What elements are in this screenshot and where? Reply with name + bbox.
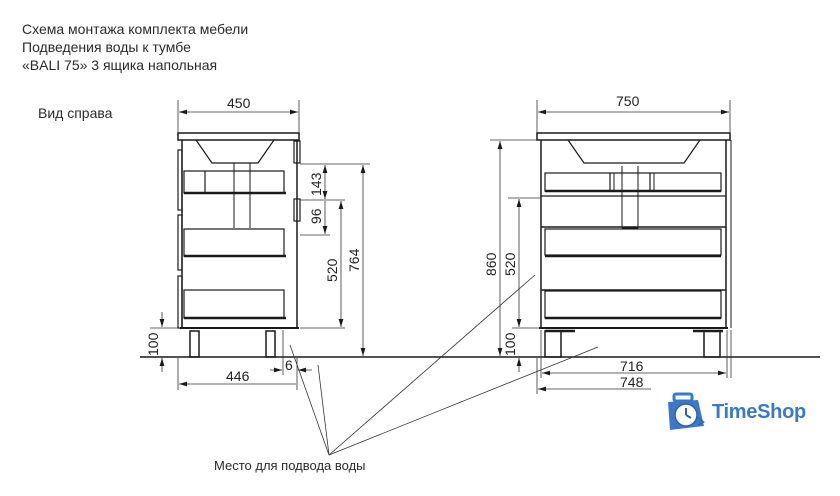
front-view-cabinet [536,132,732,358]
dim-side-width: 450 [227,95,251,111]
dim-front-width: 750 [616,93,640,109]
dim-side-leg-100: 100 [145,332,161,356]
dim-748: 748 [620,374,644,390]
water-supply-caption: Место для подвода воды [214,458,366,473]
water-supply-leaders [289,274,599,456]
front-view-dimensions [490,100,732,394]
dim-764: 764 [346,248,362,272]
dim-143: 143 [308,172,324,196]
title-line-2: Подведения воды к тумбе [22,39,191,55]
dim-446: 446 [226,368,250,384]
clock-bag-icon [668,392,705,430]
drawing-title: Схема монтажа комплекта мебели Подведени… [22,20,248,74]
dim-96: 96 [308,208,324,224]
dim-716: 716 [620,358,644,374]
dim-front-520: 520 [502,252,518,276]
dim-6: 6 [285,357,293,373]
timeshop-logo: TimeShop [664,392,806,432]
title-line-3: «BALI 75» 3 ящика напольная [22,57,218,73]
side-view-label: Вид справа [38,105,113,121]
dim-860: 860 [483,252,499,276]
dim-side-520: 520 [324,258,340,282]
logo-text: TimeShop [712,400,806,423]
dim-front-leg-100: 100 [502,332,518,356]
side-view-dimensions [150,100,370,390]
side-view-cabinet [177,132,301,358]
title-line-1: Схема монтажа комплекта мебели [22,21,249,37]
